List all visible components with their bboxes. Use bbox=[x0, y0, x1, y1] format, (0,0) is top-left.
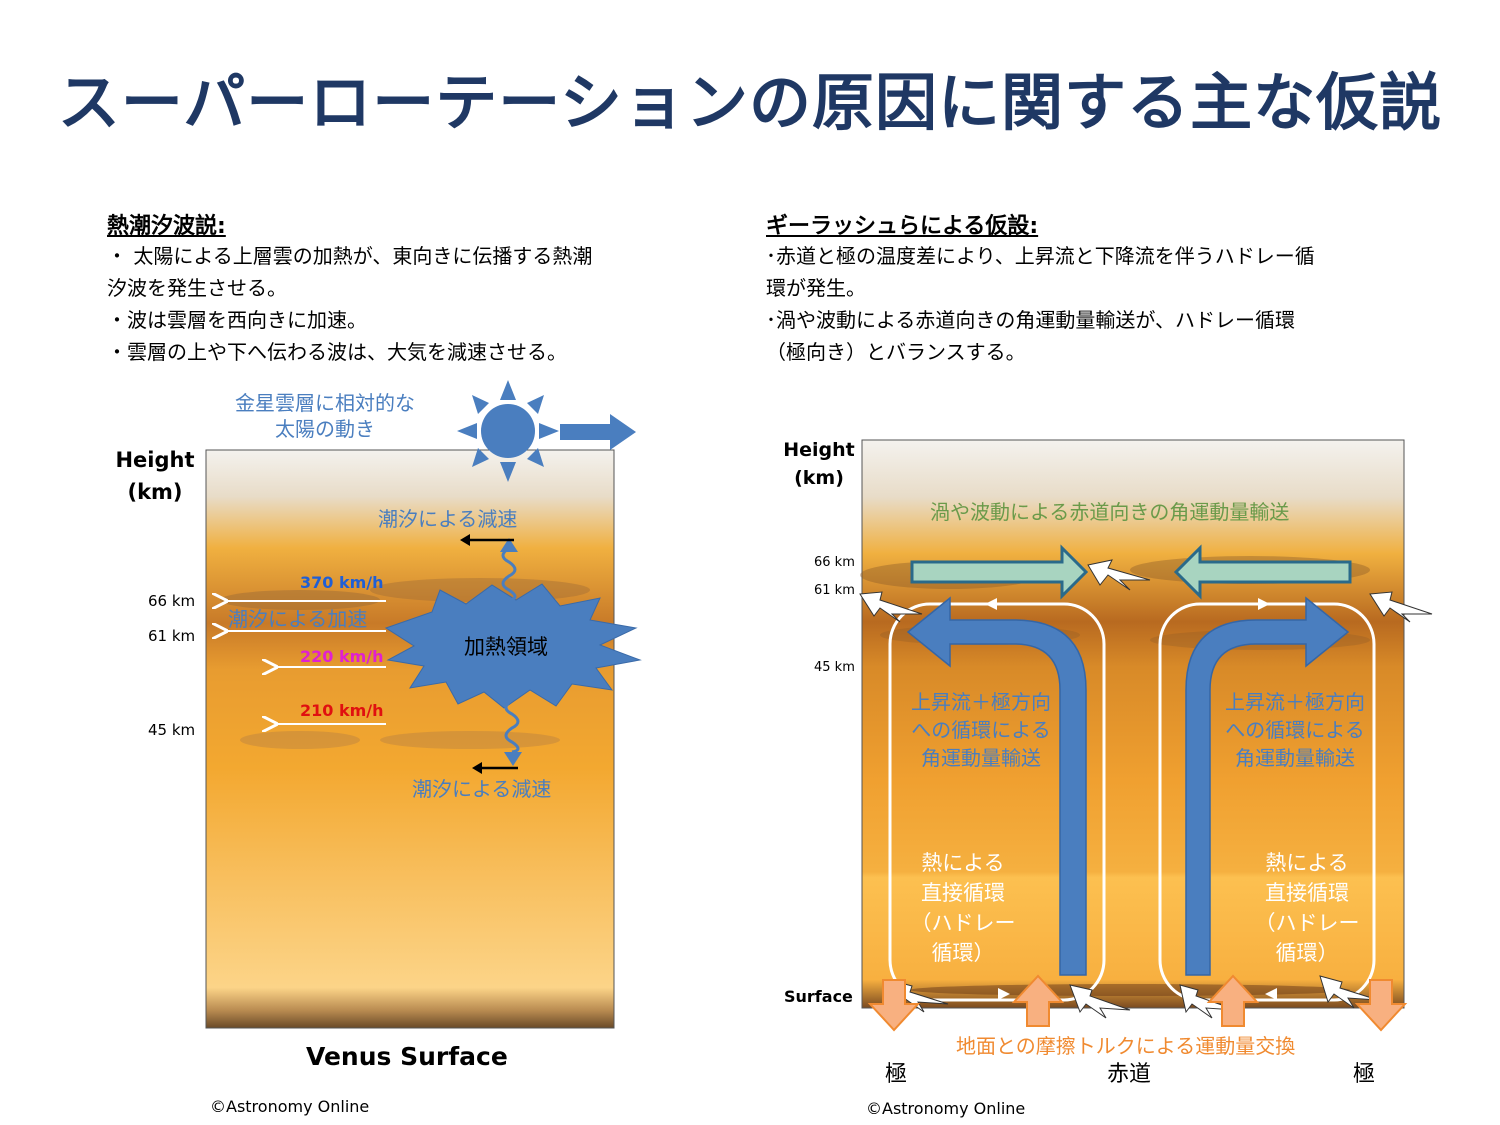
right-km-66: 66 km bbox=[814, 555, 855, 570]
right-atmosphere-panel bbox=[861, 439, 1405, 1009]
heating-label: 加熱領域 bbox=[464, 635, 548, 659]
decel-bottom-label: 潮汐による減速 bbox=[412, 777, 552, 801]
left-km-66: 66 km bbox=[148, 592, 196, 610]
left-axis-label: Height (km) bbox=[115, 448, 195, 504]
right-km-45: 45 km bbox=[814, 660, 855, 675]
right-heading: ギーラッシュらによる仮設: bbox=[766, 214, 1039, 239]
right-axis-label: Height (km) bbox=[783, 439, 855, 489]
right-bullet-1: ･赤道と極の温度差により、上昇流と下降流を伴うハドレー循 bbox=[766, 244, 1315, 268]
sun-motion-label: 金星雲層に相対的な 太陽の動き bbox=[235, 391, 415, 441]
top-transport-label: 渦や波動による赤道向きの角運動量輸送 bbox=[930, 500, 1290, 524]
right-bullet-3: ･渦や波動による赤道向きの角運動量輸送が、ハドレー循環 bbox=[766, 308, 1295, 332]
left-km-45: 45 km bbox=[148, 721, 196, 739]
accel-label: 潮汐による加速 bbox=[228, 607, 368, 631]
friction-label: 地面との摩擦トルクによる運動量交換 bbox=[956, 1034, 1296, 1058]
right-bullets: ･赤道と極の温度差により、上昇流と下降流を伴うハドレー循 環が発生。 ･渦や波動… bbox=[766, 240, 1315, 368]
left-atmosphere-panel bbox=[205, 449, 615, 1029]
decel-top-label: 潮汐による減速 bbox=[378, 507, 518, 531]
heating-region-star bbox=[384, 583, 642, 709]
right-bullet-2: 環が発生。 bbox=[766, 276, 866, 300]
sun-motion-arrow bbox=[560, 414, 636, 450]
venus-surface-label: Venus Surface bbox=[306, 1042, 508, 1071]
left-hadley-label: 熱による 直接循環 （ハドレー 循環） bbox=[910, 851, 1016, 965]
left-bullet-3: ・波は雲層を西向きに加速。 bbox=[107, 308, 367, 332]
right-km-61: 61 km bbox=[814, 583, 855, 598]
right-updraft-label: 上昇流＋極方向 への循環による 角運動量輸送 bbox=[1225, 690, 1365, 770]
left-bullets: ・ 太陽による上層雲の加熱が、東向きに伝播する熱潮 汐波を発生させる。 ・波は雲… bbox=[107, 240, 592, 368]
right-bullet-4: （極向き）とバランスする。 bbox=[766, 340, 1026, 364]
right-credit: ©Astronomy Online bbox=[866, 1099, 1026, 1118]
speed-370: 370 km/h bbox=[300, 573, 384, 592]
left-updraft-label: 上昇流＋極方向 への循環による 角運動量輸送 bbox=[911, 690, 1051, 770]
right-hadley-label: 熱による 直接循環 （ハドレー 循環） bbox=[1254, 851, 1360, 965]
left-heading: 熱潮汐波説: bbox=[107, 214, 226, 239]
left-bullet-1: ・ 太陽による上層雲の加熱が、東向きに伝播する熱潮 bbox=[107, 244, 593, 268]
x-label-pole-right: 極 bbox=[1353, 1062, 1376, 1087]
left-bullet-4: ・雲層の上や下へ伝わる波は、大気を減速させる。 bbox=[107, 340, 567, 364]
page-title: スーパーローテーションの原因に関する主な仮説 bbox=[57, 66, 1443, 139]
sun-icon bbox=[457, 380, 559, 482]
speed-220: 220 km/h bbox=[300, 647, 384, 666]
left-bullet-2: 汐波を発生させる。 bbox=[107, 276, 287, 300]
right-surface-label: Surface bbox=[784, 987, 853, 1006]
left-km-61: 61 km bbox=[148, 627, 196, 645]
speed-210: 210 km/h bbox=[300, 701, 384, 720]
x-label-pole-left: 極 bbox=[885, 1062, 908, 1087]
x-label-equator: 赤道 bbox=[1107, 1062, 1152, 1087]
left-credit: ©Astronomy Online bbox=[210, 1097, 370, 1116]
